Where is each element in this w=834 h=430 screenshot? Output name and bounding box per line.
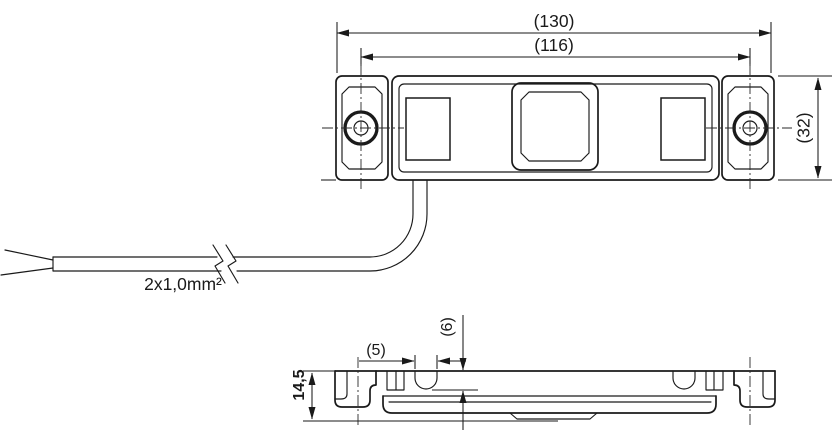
center-lens-outer xyxy=(511,82,599,171)
cable: 2x1,0mm² xyxy=(0,180,428,294)
u-slot-right xyxy=(672,370,696,390)
lamp-side-view xyxy=(334,357,776,428)
lens-strip-outline xyxy=(382,395,717,414)
latch-block-left xyxy=(386,370,405,391)
tab-left-profile xyxy=(334,370,377,408)
tab-right-inner xyxy=(762,370,776,400)
housing-inner-outline xyxy=(398,83,713,173)
dim-step-height-label: (6) xyxy=(439,317,456,337)
cable-edge-outer xyxy=(236,180,428,272)
dim-height-label: (32) xyxy=(794,112,814,143)
dim-slot-width-label: (5) xyxy=(366,342,386,359)
u-slot-left xyxy=(414,370,438,390)
mounting-tab-right-inner xyxy=(727,86,769,170)
tab-right-profile xyxy=(733,370,776,408)
dim-height: (32) xyxy=(778,75,832,181)
break-symbol-left xyxy=(212,244,226,284)
dim-hole-spacing: (116) xyxy=(360,35,751,66)
dim-slot-width: (5) xyxy=(359,342,466,369)
center-lens-inner xyxy=(520,91,590,162)
dim-overall-width-label: (130) xyxy=(534,11,575,31)
dim-hole-spacing-label: (116) xyxy=(534,35,574,55)
dim-total-height: 14,5 xyxy=(291,369,558,422)
tab-left-inner xyxy=(334,370,348,400)
dim-total-height-label: 14,5 xyxy=(291,369,308,400)
top-view: (130) (116) xyxy=(0,11,832,294)
dim-step-height: (6) xyxy=(432,315,478,430)
wire-bottom xyxy=(0,267,54,276)
lamp-top-view xyxy=(321,64,792,192)
wire-top xyxy=(4,249,54,261)
lens-window-left xyxy=(405,97,451,161)
lens-bump xyxy=(509,412,598,420)
cable-edge-inner xyxy=(232,180,414,258)
cable-spec-label: 2x1,0mm² xyxy=(144,274,222,294)
break-symbol-right xyxy=(225,244,239,284)
lens-window-right xyxy=(660,97,706,161)
side-view: 14,5 (5) (6) xyxy=(291,315,776,430)
latch-block-right xyxy=(705,370,724,391)
dim-overall-width: (130) xyxy=(336,11,772,73)
housing-outline xyxy=(391,75,720,181)
mounting-tab-left-inner xyxy=(341,86,383,170)
